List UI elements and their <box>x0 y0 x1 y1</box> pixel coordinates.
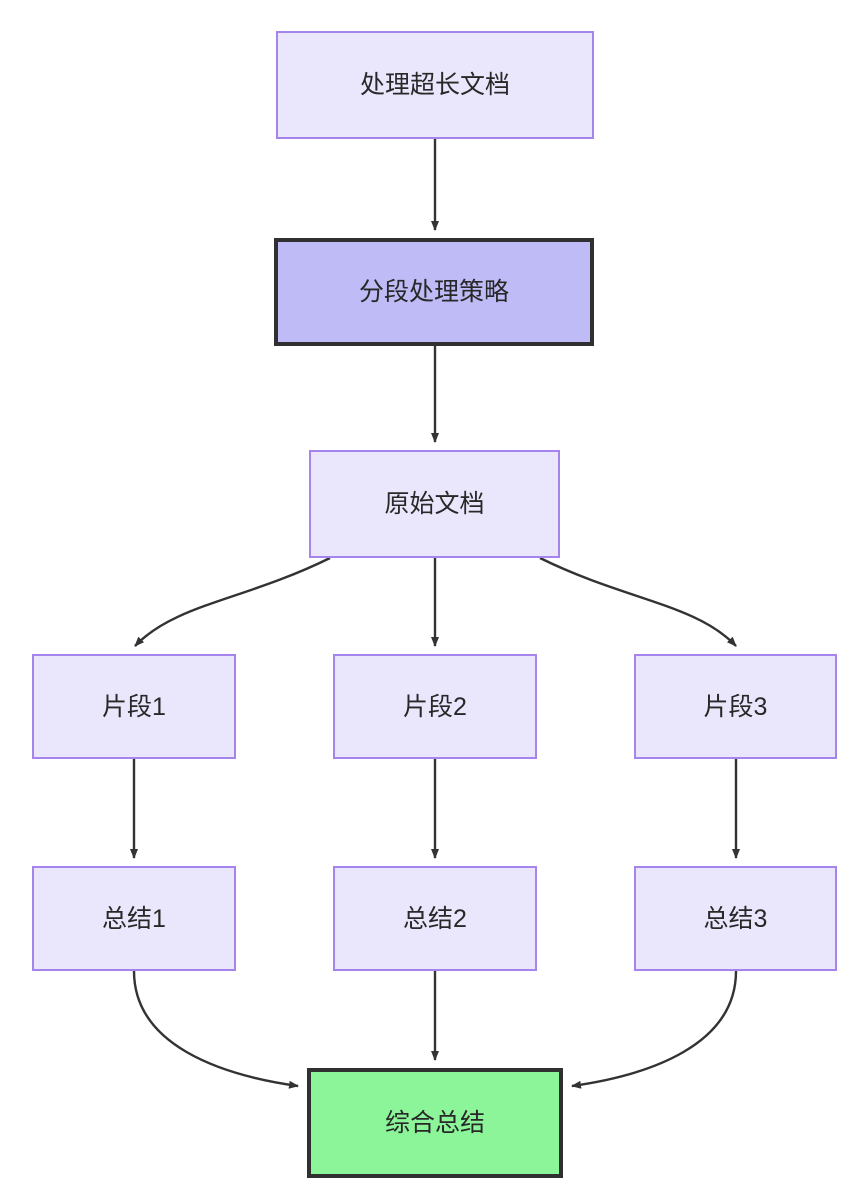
node-doc-label: 处理超长文档 <box>359 71 510 99</box>
node-chunk-2-label: 片段2 <box>403 692 467 721</box>
node-strategy[interactable]: 分段处理策略 <box>274 238 594 346</box>
node-summary-3[interactable]: 总结3 <box>634 866 837 971</box>
node-final-summary[interactable]: 综合总结 <box>307 1068 563 1178</box>
edge-source-to-chunk3 <box>539 556 737 647</box>
node-source-document[interactable]: 原始文档 <box>309 450 560 558</box>
edge-source-to-chunk1 <box>134 556 331 647</box>
node-summary-1-label: 总结1 <box>102 904 166 933</box>
node-source-document-label: 原始文档 <box>384 490 485 518</box>
node-summary-1[interactable]: 总结1 <box>32 866 236 971</box>
node-summary-2-label: 总结2 <box>403 904 467 933</box>
node-chunk-3[interactable]: 片段3 <box>634 654 837 759</box>
node-doc[interactable]: 处理超长文档 <box>276 31 594 139</box>
node-chunk-3-label: 片段3 <box>703 692 768 721</box>
node-chunk-2[interactable]: 片段2 <box>333 654 537 759</box>
node-chunk-1-label: 片段1 <box>102 692 166 721</box>
node-summary-3-label: 总结3 <box>703 904 768 933</box>
edge-sum3-to-final <box>571 970 738 1089</box>
node-final-summary-label: 综合总结 <box>384 1109 485 1137</box>
edge-sum1-to-final <box>132 970 299 1089</box>
node-chunk-1[interactable]: 片段1 <box>32 654 236 759</box>
node-strategy-label: 分段处理策略 <box>358 278 509 306</box>
node-summary-2[interactable]: 总结2 <box>333 866 537 971</box>
